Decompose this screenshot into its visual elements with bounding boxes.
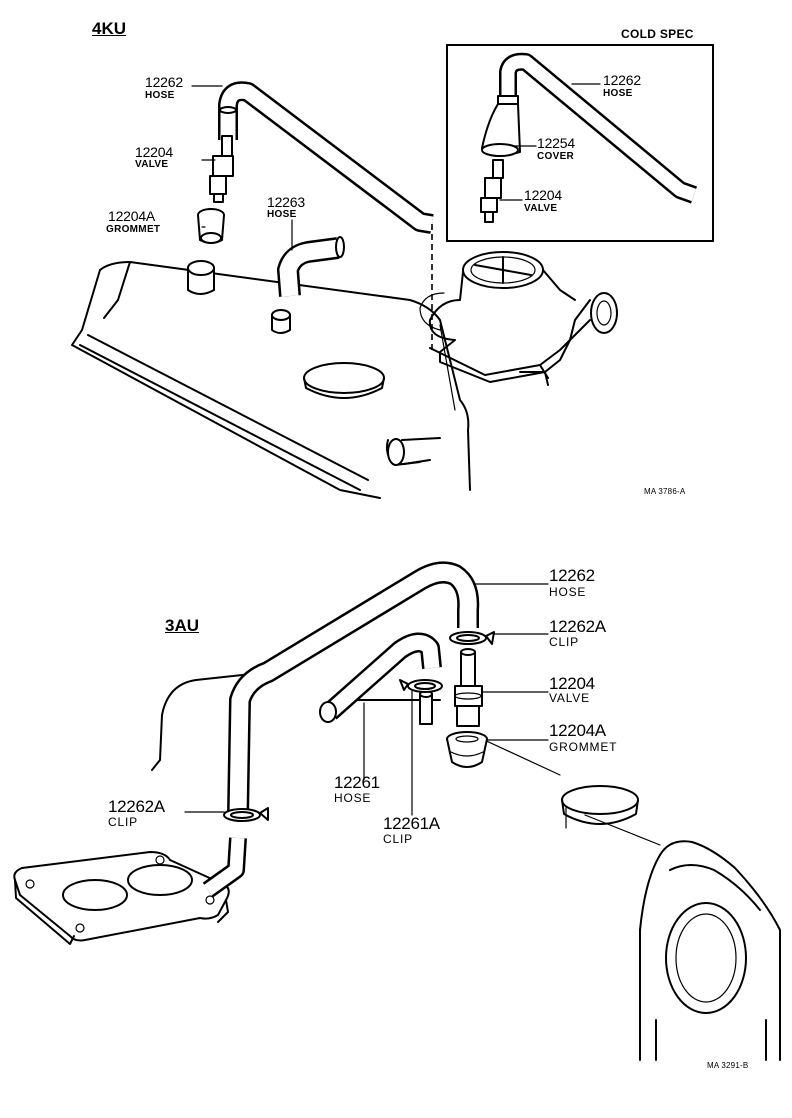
pipe-stub-bottom	[419, 690, 433, 725]
hose-12262-top	[218, 81, 434, 234]
valve-12204-bottom	[454, 648, 483, 727]
cold-spec-title: COLD SPEC	[621, 27, 694, 41]
cold-spec-valve	[480, 159, 504, 223]
top-grommet-number: 12204A	[108, 208, 156, 224]
cold-spec-cover-name: COVER	[537, 151, 575, 162]
bottom-grommet-name: GROMMET	[549, 740, 618, 754]
cold-spec-box	[446, 44, 714, 242]
top-grommet-name: GROMMET	[106, 224, 161, 235]
bottom-clip-12261a-name: CLIP	[383, 832, 413, 846]
bottom-valve-number: 12204	[549, 674, 595, 693]
cold-spec-valve-name: VALVE	[524, 203, 558, 214]
bottom-clip-right-name: CLIP	[549, 635, 579, 649]
cold-spec-hose-number: 12262	[603, 72, 641, 88]
clip-12262a-left	[223, 807, 269, 822]
bottom-valve-name: VALVE	[549, 691, 590, 705]
figure-code-top: MA 3786-A	[644, 487, 686, 496]
hose-12263-top	[276, 236, 345, 297]
bottom-grommet-number: 12204A	[549, 721, 606, 740]
cold-spec-valve-number: 12204	[524, 187, 562, 203]
cold-spec-hose	[499, 52, 698, 204]
top-hose-12262-name: HOSE	[145, 90, 175, 101]
cold-spec-cover-number: 12254	[537, 135, 575, 151]
figure-code-bottom: MA 3291-B	[707, 1061, 749, 1070]
leader-lines-top	[191, 83, 601, 251]
cold-spec-hose-name: HOSE	[603, 88, 633, 99]
carburetor-top	[419, 251, 618, 386]
clip-12262a-right	[449, 631, 495, 645]
elbow-housing-bottom	[639, 840, 781, 1061]
grommet-12204a-bottom	[446, 731, 488, 768]
section-title-4ku: 4KU	[92, 19, 127, 38]
cold-spec-cover	[481, 95, 521, 157]
oil-cap-bottom	[561, 785, 639, 829]
top-valve-number: 12204	[135, 144, 173, 160]
top-valve-name: VALVE	[135, 159, 169, 170]
bottom-hose-12262-number: 12262	[549, 566, 595, 585]
valve-12204-top	[209, 135, 234, 203]
flange-pipe-bottom	[202, 837, 247, 898]
bottom-hose-12261-name: HOSE	[334, 791, 372, 805]
flange-plate-bottom	[13, 851, 230, 945]
bottom-hose-12262-name: HOSE	[549, 585, 587, 599]
top-hose-12263-number: 12263	[267, 194, 305, 210]
bottom-clip-12261a-number: 12261A	[383, 814, 440, 833]
bottom-clip-left-number: 12262A	[108, 797, 165, 816]
grommet-12204a-top	[197, 208, 225, 244]
hose-12261-bottom	[319, 632, 442, 723]
clip-12261a-bottom	[399, 679, 443, 693]
section-title-3au: 3AU	[165, 616, 200, 635]
bottom-clip-right-number: 12262A	[549, 617, 606, 636]
top-hose-12262-number: 12262	[145, 74, 183, 90]
bottom-clip-left-name: CLIP	[108, 815, 138, 829]
engine-head-top	[71, 260, 471, 499]
hose-12262-bottom	[227, 561, 480, 816]
bottom-hose-12261-number: 12261	[334, 773, 380, 792]
top-hose-12263-name: HOSE	[267, 209, 297, 220]
leader-lines-bottom	[184, 583, 549, 816]
